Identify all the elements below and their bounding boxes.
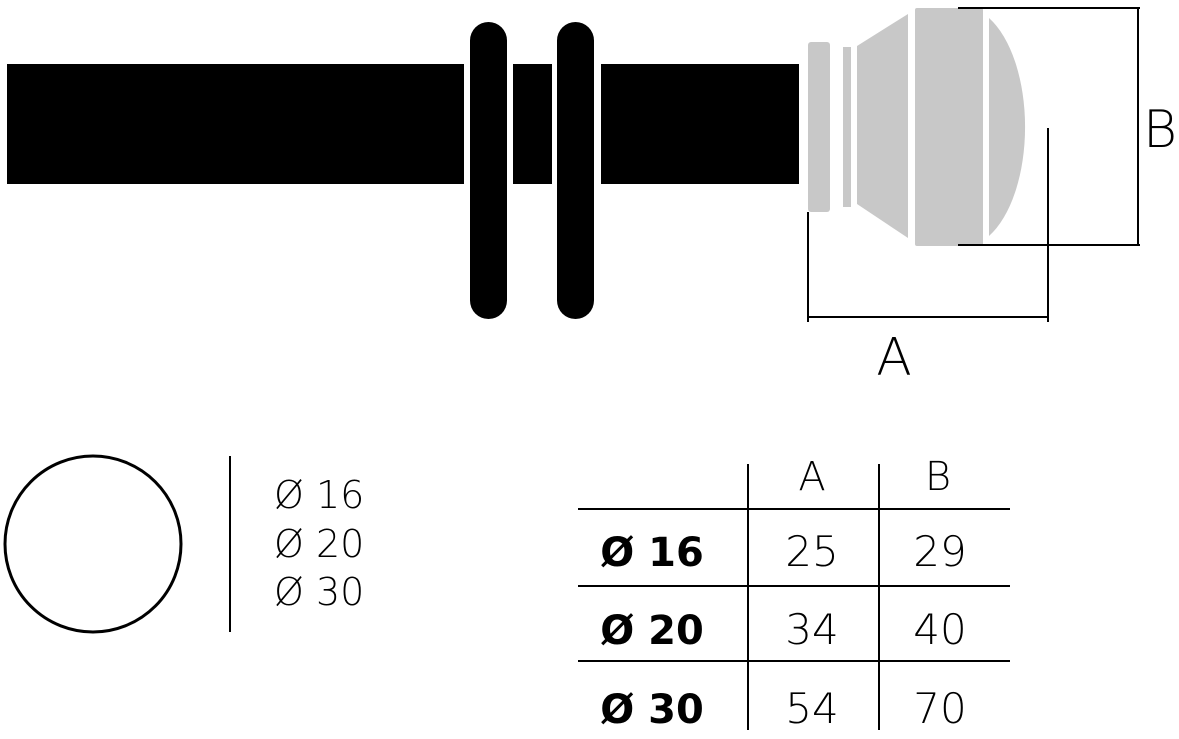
- table-row-2-b: 40: [913, 605, 966, 654]
- table-row-1-a: 25: [785, 527, 838, 576]
- curtain-ring-2: [557, 22, 594, 319]
- dimension-lines: [807, 7, 1140, 322]
- finial: [808, 8, 1026, 246]
- curtain-rod-middle: [513, 64, 552, 184]
- finial-collar: [808, 42, 830, 212]
- finial-dome-left: [857, 14, 908, 238]
- table-row-2-a: 34: [785, 605, 838, 654]
- table-row-3-b: 70: [913, 684, 966, 733]
- curtain-rod-left: [7, 64, 464, 184]
- rod-cross-section: [3, 454, 183, 634]
- diameter-option-2: Ø 20: [274, 522, 364, 566]
- diameter-option-1: Ø 16: [274, 473, 364, 517]
- finial-ball-band: [915, 8, 983, 246]
- table-header-b: B: [925, 454, 951, 500]
- finial-ball-cap: [989, 18, 1026, 236]
- dimension-table-grid: [578, 464, 1010, 730]
- table-row-1-diameter: Ø 16: [600, 530, 704, 576]
- curtain-ring-1: [470, 22, 507, 319]
- dimension-label-b: B: [1143, 100, 1177, 160]
- table-row-1-b: 29: [913, 527, 966, 576]
- curtain-rod-right: [601, 64, 799, 184]
- table-row-2-diameter: Ø 20: [600, 608, 704, 654]
- dimension-label-a: A: [876, 328, 912, 388]
- diameter-option-3: Ø 30: [274, 570, 364, 614]
- table-row-3-a: 54: [785, 684, 838, 733]
- finial-neck: [843, 47, 851, 207]
- table-row-3-diameter: Ø 30: [600, 687, 704, 733]
- table-header-a: A: [798, 454, 825, 500]
